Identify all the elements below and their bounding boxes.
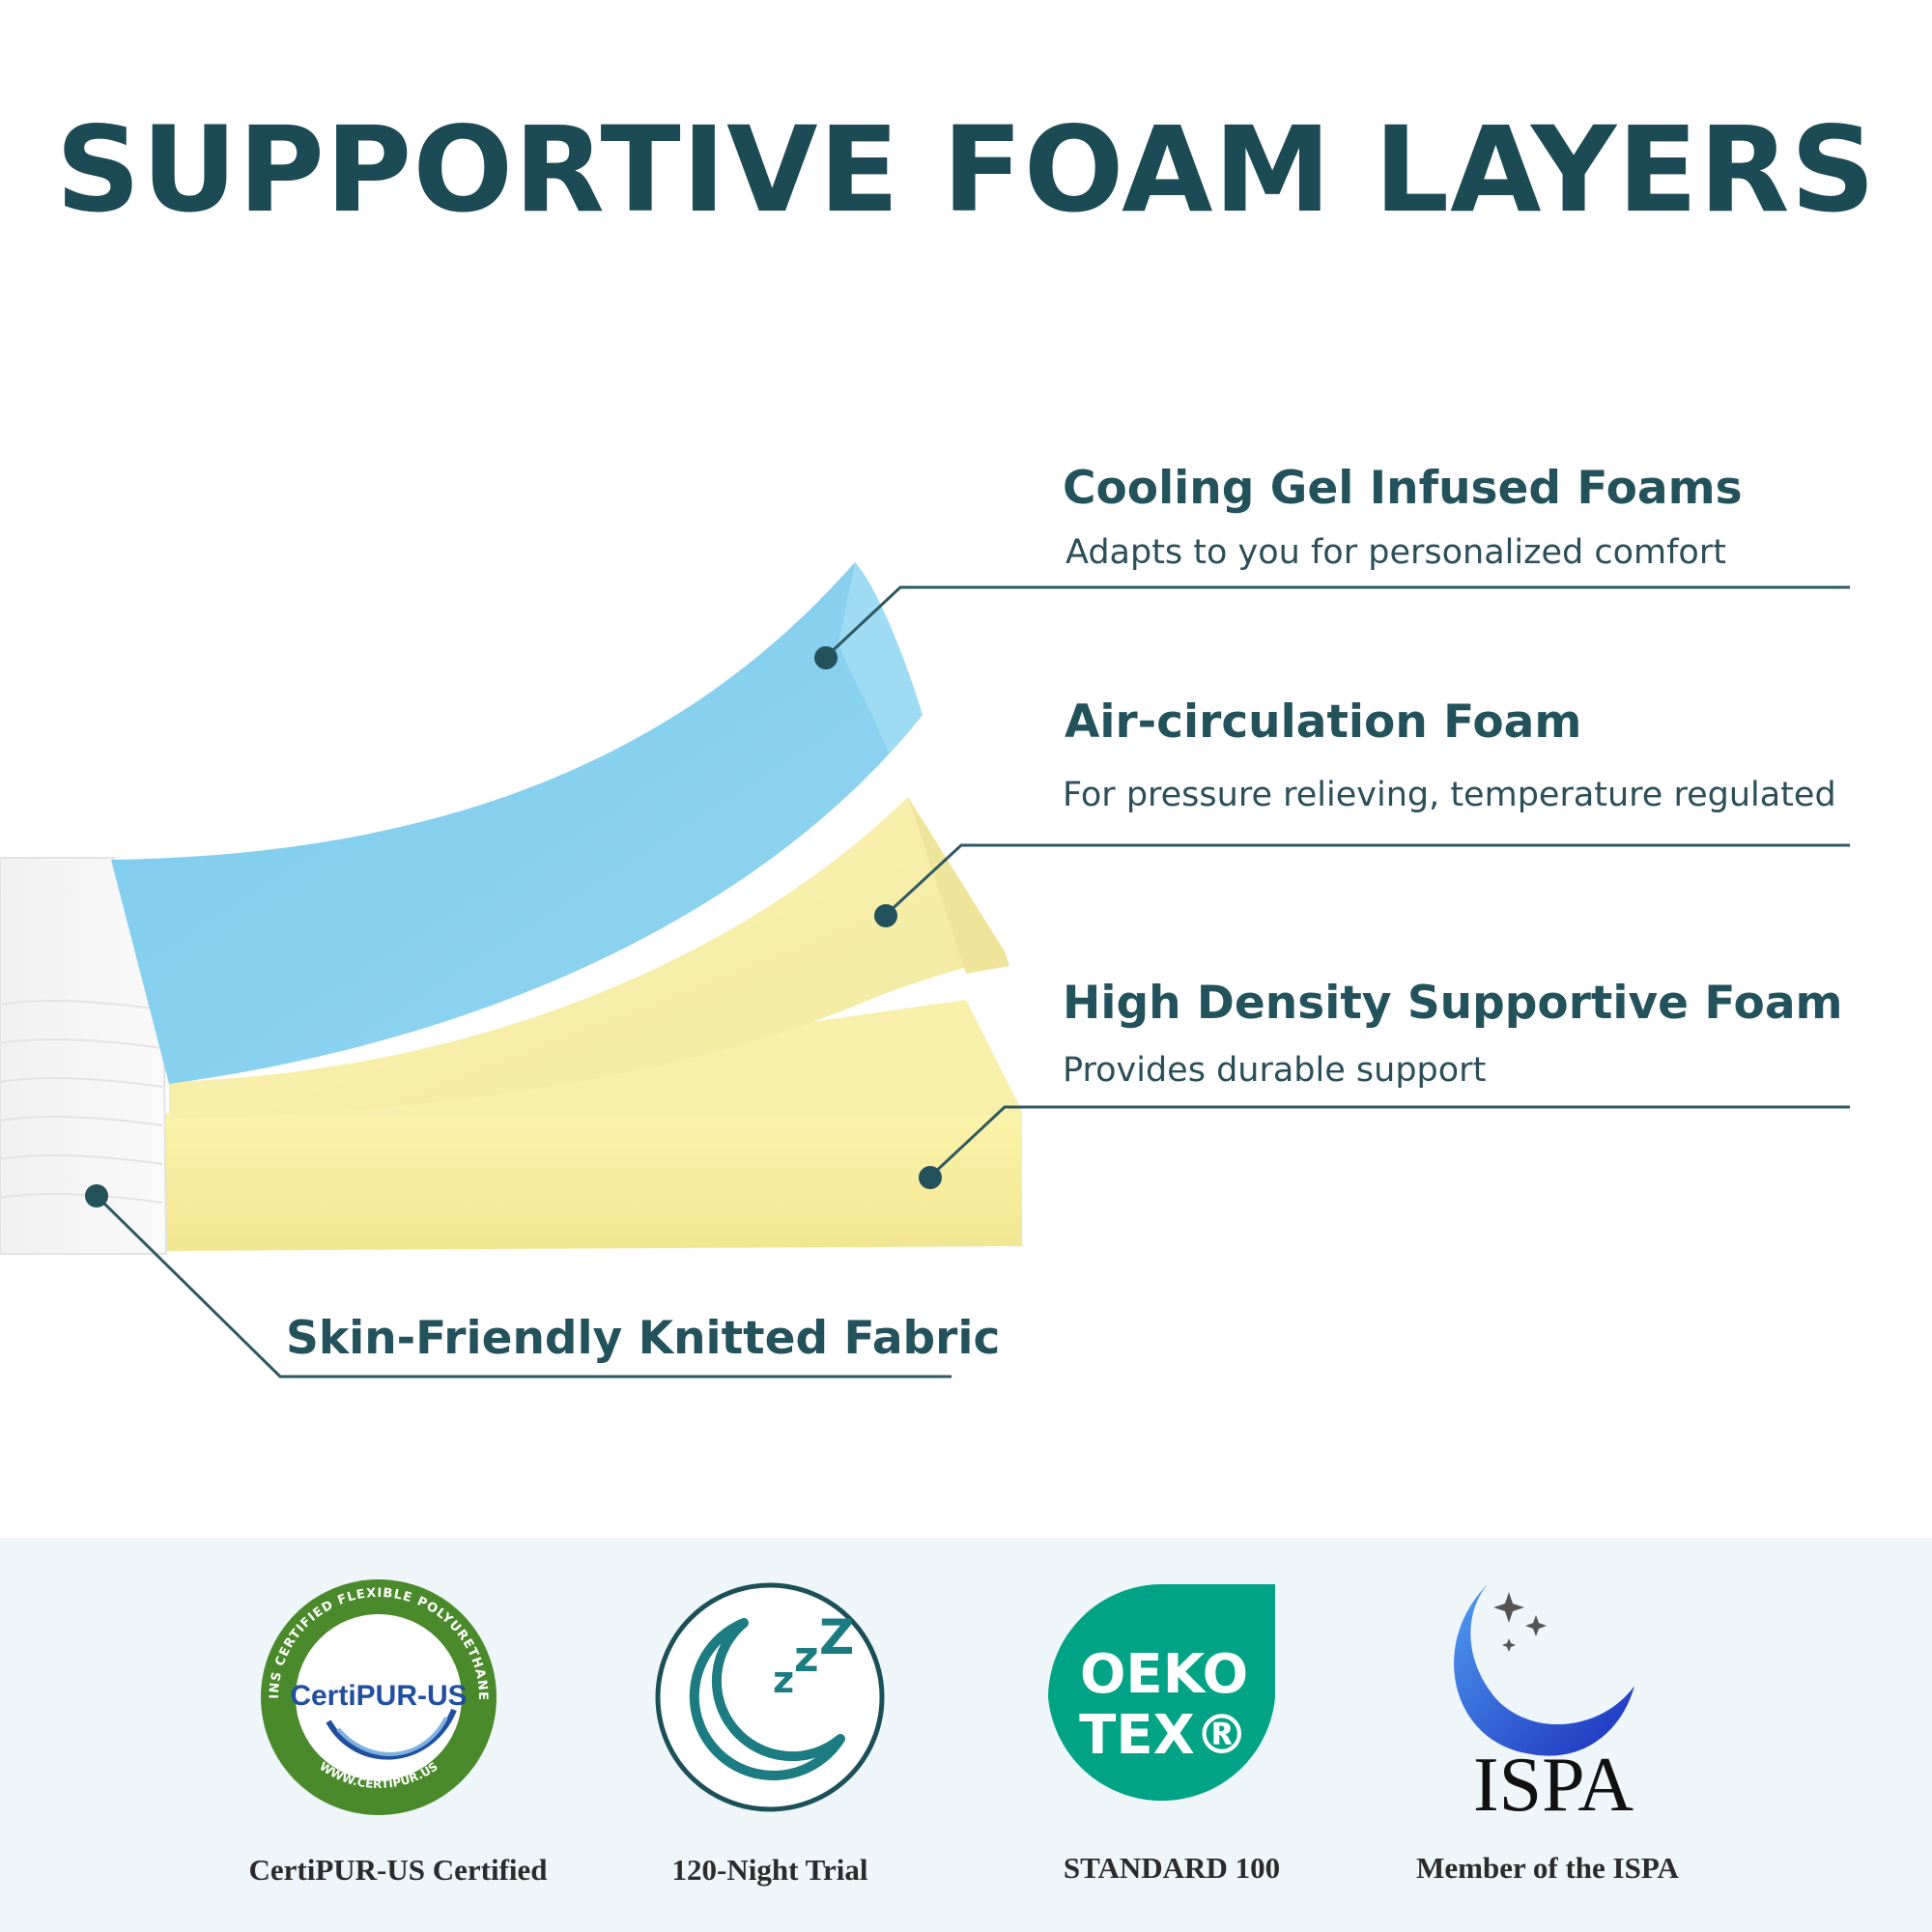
gel-foam-heading: Cooling Gel Infused Foams (1063, 462, 1743, 515)
oeko-tex-logo-icon: OEKO TEX® (1048, 1584, 1275, 1802)
callout-dots (85, 646, 942, 1208)
gel-foam-subtitle: Adapts to you for personalized comfort (1065, 533, 1726, 572)
oeko-logo-line1: OEKO (1080, 1643, 1248, 1706)
page-title: SUPPORTIVE FOAM LAYERS (55, 101, 1877, 239)
gel-foam-edge (838, 562, 923, 753)
svg-text:z: z (773, 1659, 794, 1701)
leader-lines (95, 585, 1850, 1378)
callout-dot-gel (814, 646, 838, 669)
fabric-heading: Skin-Friendly Knitted Fabric (286, 1312, 1001, 1365)
air-foam-edge (908, 797, 1009, 974)
leader-line-fabric (95, 1194, 952, 1378)
base-foam-block (155, 1111, 1022, 1251)
base-foam-heading: High Density Supportive Foam (1063, 977, 1843, 1030)
ispa-caption: Member of the ISPA (1416, 1851, 1679, 1885)
svg-text:Z: Z (819, 1609, 854, 1665)
air-foam-heading: Air-circulation Foam (1065, 696, 1582, 749)
callout-dot-fabric (85, 1184, 108, 1208)
cooling-gel-foam-layer (111, 562, 923, 1084)
leader-line-air (884, 843, 1850, 917)
oeko-logo-line2: TEX® (1079, 1704, 1249, 1767)
moon-sleep-icon: z z Z (655, 1582, 885, 1812)
leader-line-gel (824, 585, 1850, 659)
foam-stack (0, 562, 1022, 1255)
callout-dot-air (874, 904, 897, 927)
ispa-logo-text: ISPA (1473, 1743, 1634, 1828)
certipur-caption: CertiPUR-US Certified (248, 1853, 548, 1887)
ispa-crescent-moon-icon: ISPA (1454, 1584, 1634, 1828)
leader-line-base (928, 1105, 1850, 1179)
callout-dot-base (919, 1166, 942, 1189)
svg-text:z: z (794, 1633, 819, 1682)
air-foam-subtitle: For pressure relieving, temperature regu… (1063, 776, 1836, 814)
oeko-tex-caption: STANDARD 100 (1063, 1851, 1281, 1885)
trial-caption: 120-Night Trial (671, 1853, 868, 1887)
certipur-logo-text: CertiPUR-US (290, 1680, 467, 1712)
base-foam-subtitle: Provides durable support (1063, 1051, 1487, 1090)
fabric-texture-lines (0, 1000, 163, 1204)
